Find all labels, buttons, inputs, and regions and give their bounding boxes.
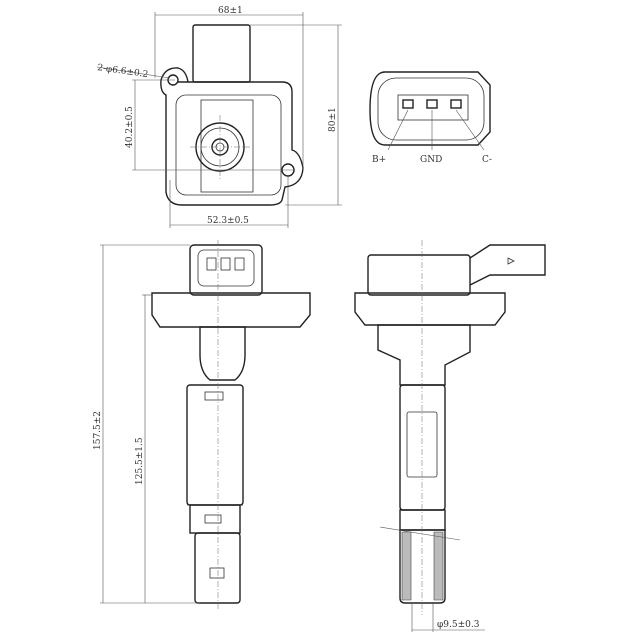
width-dimension: 68±1 — [218, 6, 243, 16]
bottom-dimension: 52.3±0.5 — [207, 216, 249, 226]
side-view — [354, 240, 546, 632]
front-view — [100, 240, 311, 610]
height-dimension: 80±1 — [328, 107, 338, 132]
total-length-dimension: 157.5±2 — [93, 411, 103, 450]
connector-view — [369, 71, 491, 151]
body-length-dimension: 125.5±1.5 — [135, 437, 145, 485]
pin-label-c-minus: C- — [482, 155, 492, 165]
boot-diameter-dimension: φ9.5±0.3 — [437, 620, 480, 630]
hole-dimension: 2-φ6.6±0.2 — [97, 63, 149, 80]
top-view — [96, 12, 342, 228]
pin-label-b-plus: B+ — [372, 155, 386, 165]
pin-label-gnd: GND — [420, 155, 442, 165]
hole-spacing-dimension: 40.2±0.5 — [125, 106, 135, 148]
